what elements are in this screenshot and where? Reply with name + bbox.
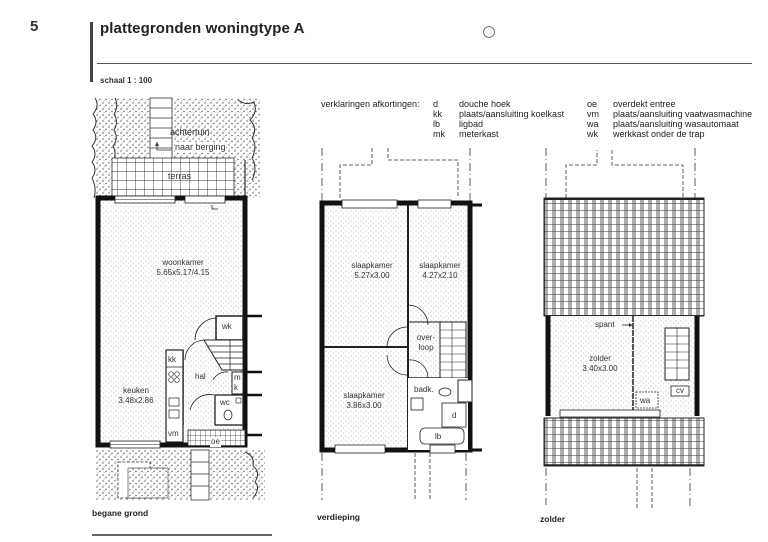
room-size: 5.65x5.17/4.15 — [156, 268, 210, 277]
first-floor-plan — [319, 148, 482, 500]
label-wc: wc — [220, 398, 230, 407]
label-wa: wa — [640, 396, 651, 405]
room-name: zolder — [589, 354, 611, 363]
label-vm: vm — [168, 429, 179, 438]
attic-floor-plan — [543, 148, 705, 508]
room-name: slaapkamer — [343, 391, 385, 400]
label-lb: lb — [435, 432, 442, 441]
room-slaapkamer-1: slaapkamer 5.27x3.00 — [342, 261, 402, 281]
caption-begane-grond: begane grond — [92, 508, 149, 518]
bottom-rule — [92, 534, 272, 536]
room-size: 5.27x3.00 — [354, 271, 390, 280]
room-size: 3.40x3.00 — [582, 364, 618, 373]
caption-zolder: zolder — [540, 514, 566, 524]
page-title: plattegronden woningtype A — [100, 20, 305, 37]
scale-label: schaal 1 : 100 — [100, 76, 153, 85]
label-hal: hal — [195, 372, 206, 381]
room-slaapkamer-3: slaapkamer 3.86x3.00 — [334, 391, 394, 411]
label-badk: badk. — [414, 385, 434, 394]
label-naar-berging: naar berging — [175, 142, 226, 152]
label-k: k — [234, 383, 238, 392]
room-name: slaapkamer — [419, 261, 461, 270]
legend-heading: verklaringen afkortingen: — [321, 99, 420, 109]
room-overloop: over- loop — [416, 333, 436, 352]
room-size: 3.86x3.00 — [346, 401, 382, 410]
room-size: 3.48x2.86 — [118, 396, 154, 405]
room-keuken: keuken 3.48x2.86 — [108, 386, 164, 406]
label-achtertuin: achtertuin — [170, 127, 210, 137]
label-wk: wk — [222, 322, 232, 331]
room-name: keuken — [123, 386, 149, 395]
label-spant: spant — [595, 320, 615, 329]
room-woonkamer: woonkamer 5.65x5.17/4.15 — [138, 258, 228, 278]
label-m: m — [234, 373, 241, 382]
label-kk: kk — [168, 355, 176, 364]
label-cv: cv — [676, 386, 684, 395]
label-d: d — [452, 411, 457, 420]
label-oe: oe — [210, 437, 221, 447]
scan-circle-mark — [483, 26, 495, 38]
room-size: 4.27x2.10 — [422, 271, 458, 280]
ground-floor-plan — [91, 97, 265, 501]
room-name: slaapkamer — [351, 261, 393, 270]
room-slaapkamer-2: slaapkamer 4.27x2.10 — [412, 261, 468, 281]
page-number: 5 — [30, 18, 39, 35]
title-divider — [97, 63, 752, 64]
title-bar-decoration — [90, 22, 93, 82]
room-name: woonkamer — [162, 258, 204, 267]
label-terras: terras — [168, 171, 192, 181]
caption-verdieping: verdieping — [317, 512, 360, 522]
room-zolder: zolder 3.40x3.00 — [570, 354, 630, 374]
